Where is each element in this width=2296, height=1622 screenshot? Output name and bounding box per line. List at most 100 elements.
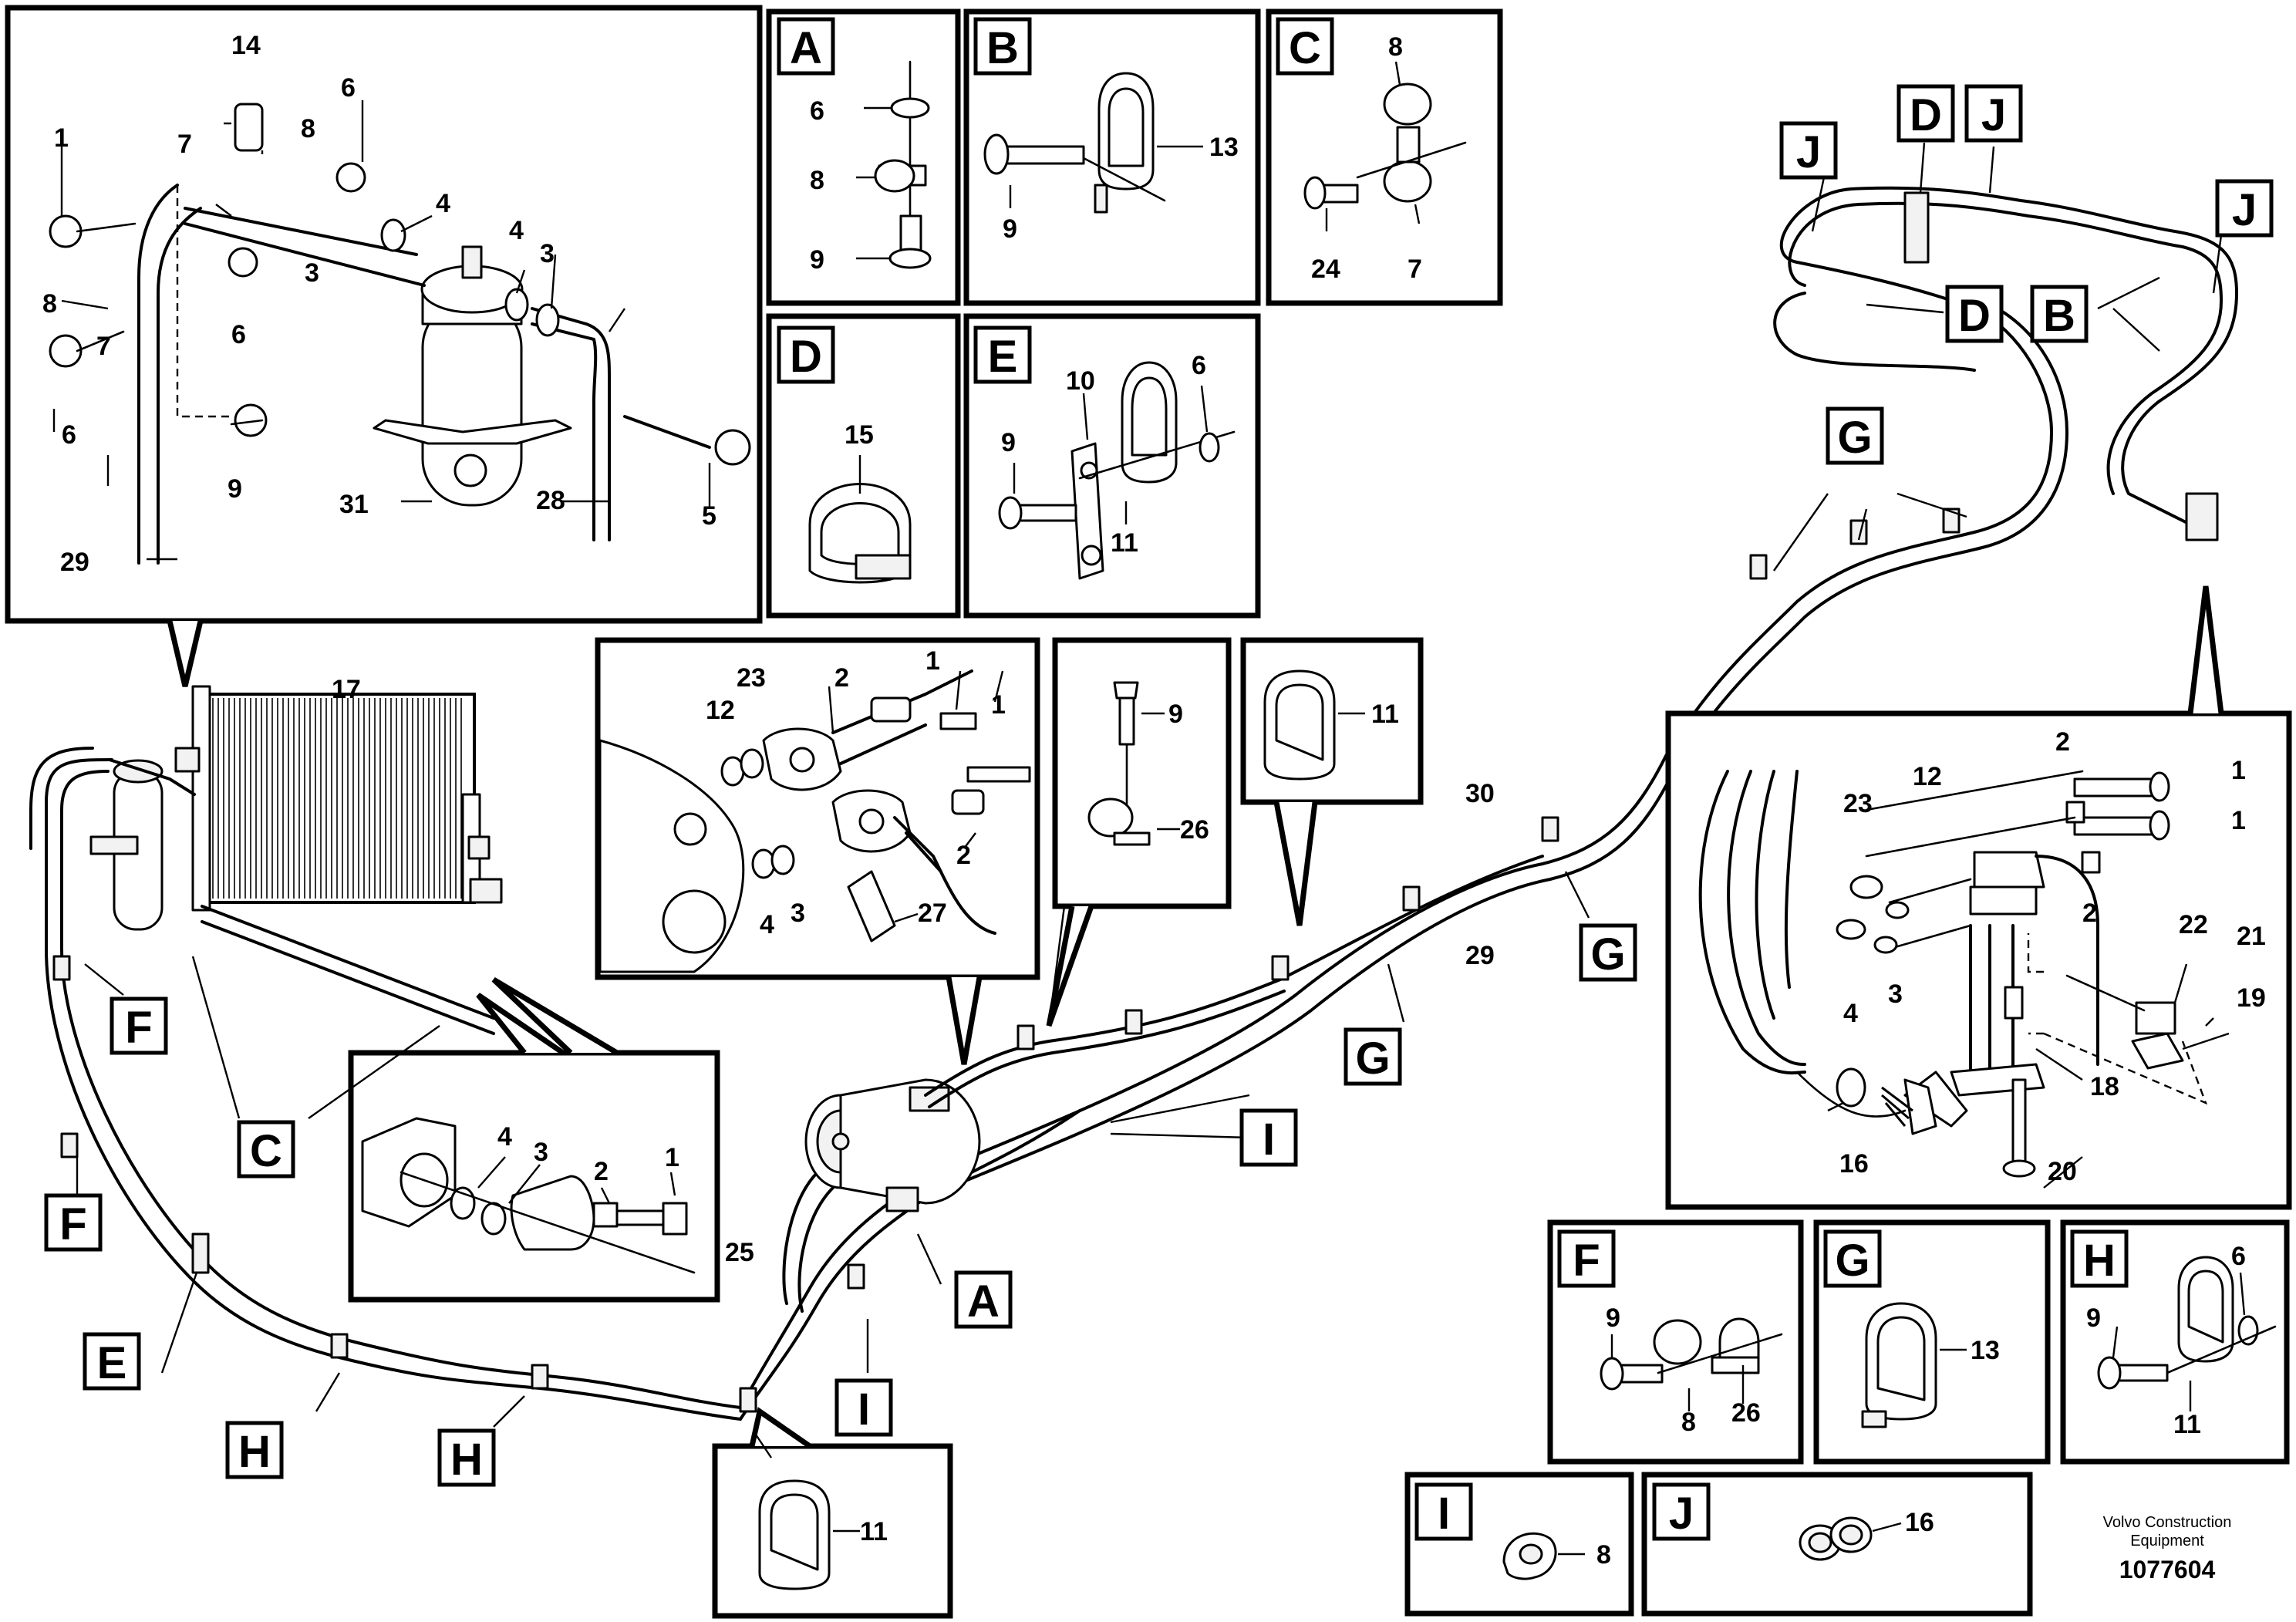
- inset-letter: I: [1438, 1489, 1450, 1539]
- part-number: 2: [834, 663, 849, 693]
- inset-letter-boxes: A B C D E F G H I J: [777, 17, 2129, 1541]
- callout-letter: A: [967, 1276, 1000, 1327]
- inset-e: [963, 313, 1261, 619]
- part-number: 1: [991, 690, 1006, 720]
- callout-letter: G: [1837, 413, 1872, 463]
- part-number: 3: [1888, 980, 1903, 1009]
- inset-b: [963, 8, 1261, 306]
- inset-letter: D: [790, 332, 822, 382]
- part-number: 20: [2048, 1157, 2077, 1186]
- callout-letter: G: [1355, 1034, 1390, 1084]
- part-number: 9: [810, 245, 824, 275]
- part-number: 12: [706, 696, 735, 725]
- part-labels: 14 6 1 7 8 4 4 3 8 3 6 7 6 9 31 28 5 29 …: [42, 31, 2266, 1570]
- part-number: 8: [42, 289, 57, 319]
- detail-clamp-9-26: [1046, 637, 1232, 1027]
- part-number: 16: [1905, 1508, 1934, 1537]
- part-number: 16: [1839, 1149, 1869, 1179]
- inset-letter: E: [988, 332, 1018, 382]
- part-number: 13: [1209, 133, 1239, 162]
- callout-arrows: [76, 142, 2223, 1458]
- part-number: 19: [2237, 983, 2266, 1013]
- part-number: 8: [1681, 1408, 1696, 1437]
- part-number: 1: [665, 1143, 679, 1172]
- part-number: 28: [536, 486, 565, 515]
- part-number: 11: [860, 1517, 888, 1546]
- part-number: 11: [1111, 528, 1138, 558]
- callout-letter: H: [238, 1427, 271, 1477]
- callout-letter: G: [1590, 929, 1625, 980]
- part-number: 2: [956, 841, 971, 870]
- inset-h: [2060, 1219, 2290, 1465]
- part-number: 23: [737, 663, 766, 693]
- callout-letter: C: [250, 1126, 282, 1176]
- part-number: 24: [1311, 255, 1340, 284]
- callout-letter: D: [1910, 90, 1942, 140]
- inset-letter: C: [1289, 23, 1321, 73]
- pressure-hose-label: 29: [1465, 941, 1495, 970]
- part-number: 8: [810, 166, 824, 195]
- hose-clamps: [52, 508, 1961, 1413]
- inset-letter: H: [2083, 1236, 2116, 1286]
- compressor-hose-label: 25: [725, 1238, 754, 1267]
- part-number: 6: [2231, 1242, 2246, 1271]
- part-number: 6: [231, 320, 246, 349]
- callout-letter: J: [1796, 127, 1821, 177]
- part-number: 3: [791, 899, 805, 928]
- inset-letter: B: [986, 23, 1019, 73]
- part-number: 8: [1596, 1540, 1611, 1570]
- part-number: 10: [1066, 366, 1095, 396]
- part-number: 5: [702, 501, 716, 531]
- detail-clip-11-upper: [1240, 637, 1424, 926]
- part-number: 14: [231, 31, 261, 60]
- callout-letter: I: [858, 1384, 870, 1435]
- inset-letter: A: [790, 23, 822, 73]
- part-number: 4: [436, 189, 450, 218]
- callout-letter: I: [1263, 1114, 1275, 1165]
- part-number: 2: [2082, 899, 2097, 928]
- part-number: 26: [1731, 1398, 1761, 1428]
- part-number: 6: [810, 96, 824, 126]
- inset-letter: G: [1835, 1236, 1870, 1286]
- detail-expansion-valve: [1665, 585, 2292, 1210]
- part-number: 13: [1971, 1336, 2000, 1365]
- part-number: 7: [1408, 255, 1422, 284]
- part-number: 6: [341, 73, 356, 103]
- part-number: 12: [1913, 762, 1942, 791]
- footer-brand-line2: Equipment: [2130, 1533, 2204, 1549]
- part-number: 9: [228, 474, 242, 504]
- condenser-label: 17: [332, 675, 361, 704]
- part-number: 1: [925, 646, 940, 676]
- part-number: 8: [1388, 32, 1403, 62]
- receiver-drier: [89, 758, 196, 931]
- callout-letter: D: [1958, 291, 1991, 341]
- footer: Volvo Construction Equipment 1077604: [2103, 1514, 2232, 1583]
- callout-letter: J: [1981, 90, 2006, 140]
- detail-receiver-drier: [5, 5, 763, 687]
- inset-letter: J: [1669, 1489, 1694, 1539]
- detail-condenser-port: [348, 976, 720, 1303]
- part-number: 18: [2090, 1072, 2119, 1101]
- footer-brand-line1: Volvo Construction: [2103, 1514, 2232, 1531]
- part-number: 9: [2086, 1303, 2101, 1333]
- part-number: 2: [594, 1157, 609, 1186]
- part-number: 9: [1168, 700, 1183, 729]
- part-number: 26: [1180, 815, 1209, 845]
- part-number: 9: [1606, 1303, 1620, 1333]
- detail-clip-11-lower: [712, 1407, 953, 1619]
- part-number: 11: [1371, 700, 1399, 729]
- suction-hose-label: 30: [1465, 779, 1495, 808]
- part-number: 1: [54, 123, 69, 153]
- callout-letter: F: [59, 1199, 86, 1249]
- part-number: 3: [534, 1138, 548, 1167]
- part-number: 9: [1001, 428, 1016, 457]
- part-number: 23: [1843, 789, 1873, 818]
- part-number: 11: [2173, 1410, 2201, 1439]
- figure-number: 1077604: [2119, 1556, 2216, 1583]
- part-number: 4: [760, 910, 774, 939]
- compressor: [804, 1078, 981, 1212]
- part-number: 6: [1192, 351, 1206, 380]
- part-number: 4: [1843, 999, 1858, 1028]
- inset-c: [1266, 8, 1503, 306]
- callout-letter: F: [125, 1003, 152, 1053]
